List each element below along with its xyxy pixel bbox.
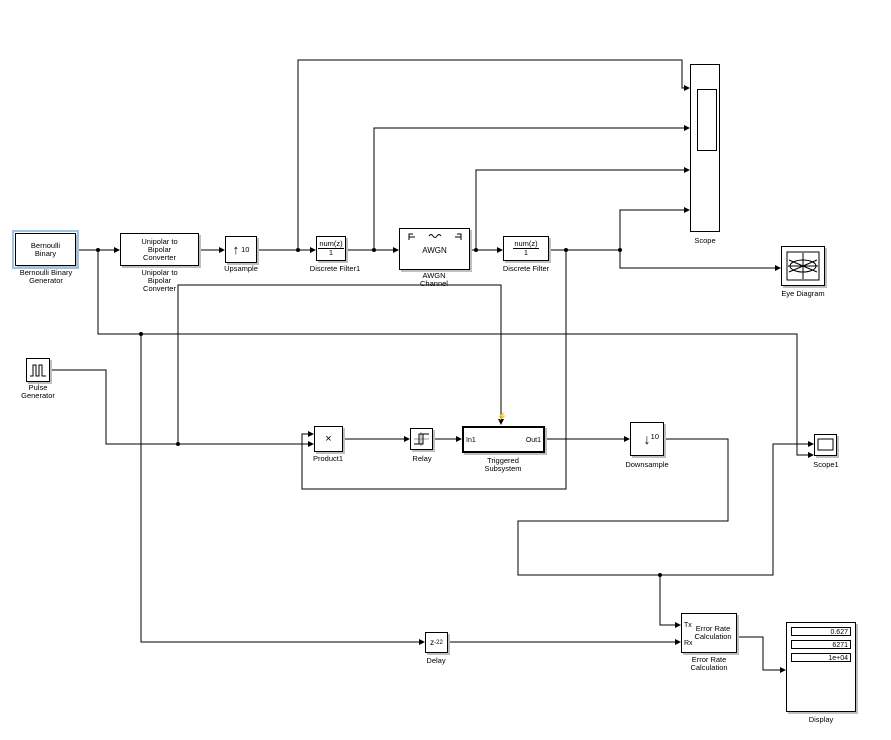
product1-block[interactable]: ×	[314, 426, 343, 452]
discrete-filter-label: Discrete Filter	[502, 264, 550, 273]
wire-to-scope-in2	[373, 125, 690, 250]
down-arrow-icon: ↓	[643, 431, 651, 447]
discrete-filter1-label: Discrete Filter1	[309, 264, 361, 273]
wire-to-scope-in1	[297, 59, 690, 250]
out1-port: Out1	[525, 437, 541, 444]
relay-block[interactable]	[410, 428, 433, 450]
display-label: Display	[808, 715, 834, 724]
product1-label: Product1	[312, 454, 344, 463]
bernoulli-binary-block[interactable]: Bernoulli Binary	[12, 230, 79, 269]
pulse-wave-icon	[30, 364, 46, 377]
pulse-generator-block[interactable]	[26, 358, 50, 382]
eye-diagram-block[interactable]	[781, 246, 825, 286]
display-value-3: 1e+04	[791, 653, 851, 662]
in1-port: In1	[466, 437, 476, 444]
wire-filter-product	[301, 250, 567, 490]
wire-trigger	[177, 284, 504, 444]
triggered-subsystem-block[interactable]: In1 Out1	[462, 426, 545, 453]
triggered-subsystem-label: Triggered Subsystem	[484, 456, 522, 473]
scope1-block[interactable]	[814, 434, 837, 456]
wire-to-scope1-in2	[660, 441, 814, 576]
wire-to-scope-in3	[475, 167, 690, 250]
scope-label: Scope	[694, 236, 716, 245]
trigger-icon: ⚡	[497, 412, 507, 421]
scope-screen-icon	[697, 89, 717, 151]
discrete-filter1-block[interactable]: num(z) 1	[316, 236, 346, 261]
downsample-block[interactable]: ↓ 10	[630, 422, 664, 456]
awgn-label: AWGN Channel	[420, 271, 448, 288]
wire-bernoulli-branch	[97, 250, 814, 458]
wire-to-scope-in4	[619, 207, 690, 250]
bernoulli-text-1: Bernoulli	[30, 240, 61, 250]
display-block[interactable]: 0.627 6271 1e+04	[786, 622, 856, 712]
error-rate-label: Error Rate Calculation	[690, 655, 728, 672]
unipolar-label: Unipolar to Bipolar Converter	[141, 268, 178, 293]
wire-branch-delay	[140, 334, 425, 645]
delay-label: Delay	[426, 656, 446, 665]
pulse-generator-label: Pulse Generator	[21, 383, 55, 400]
rx-port: Rx	[684, 640, 693, 647]
tx-port: Tx	[684, 622, 692, 629]
upsample-label: Upsample	[224, 264, 258, 273]
wire-downsample-rx	[517, 438, 729, 628]
eye-diagram-icon	[786, 251, 820, 281]
noise-channel-icon	[408, 233, 462, 240]
display-value-2: 6271	[791, 640, 851, 649]
up-arrow-icon: ↑	[232, 241, 240, 257]
discrete-filter-block[interactable]: num(z) 1	[503, 236, 549, 261]
wire-filter-eye	[549, 249, 781, 271]
upsample-block[interactable]: ↑ 10	[225, 236, 257, 263]
relay-label: Relay	[412, 454, 432, 463]
unipolar-bipolar-block[interactable]: Unipolar to Bipolar Converter	[120, 233, 199, 266]
wire-pulse-product	[50, 369, 314, 445]
bernoulli-label: Bernoulli Binary Generator	[19, 268, 73, 285]
wire-errorrate-display	[737, 636, 786, 673]
delay-block[interactable]: z -22	[425, 632, 448, 653]
error-rate-calculation-block[interactable]: Tx Rx Error Rate Calculation	[681, 613, 737, 653]
display-value-1: 0.627	[791, 627, 851, 636]
downsample-label: Downsample	[625, 460, 669, 469]
multiply-icon: ×	[325, 433, 332, 445]
bernoulli-text-2: Binary	[34, 248, 57, 258]
scope-block[interactable]	[690, 64, 720, 232]
scope1-label: Scope1	[813, 460, 839, 469]
relay-hysteresis-icon	[414, 432, 429, 446]
awgn-channel-block[interactable]: AWGN	[399, 228, 470, 270]
eye-diagram-label: Eye Diagram	[781, 289, 825, 298]
scope-screen-icon	[817, 438, 834, 451]
